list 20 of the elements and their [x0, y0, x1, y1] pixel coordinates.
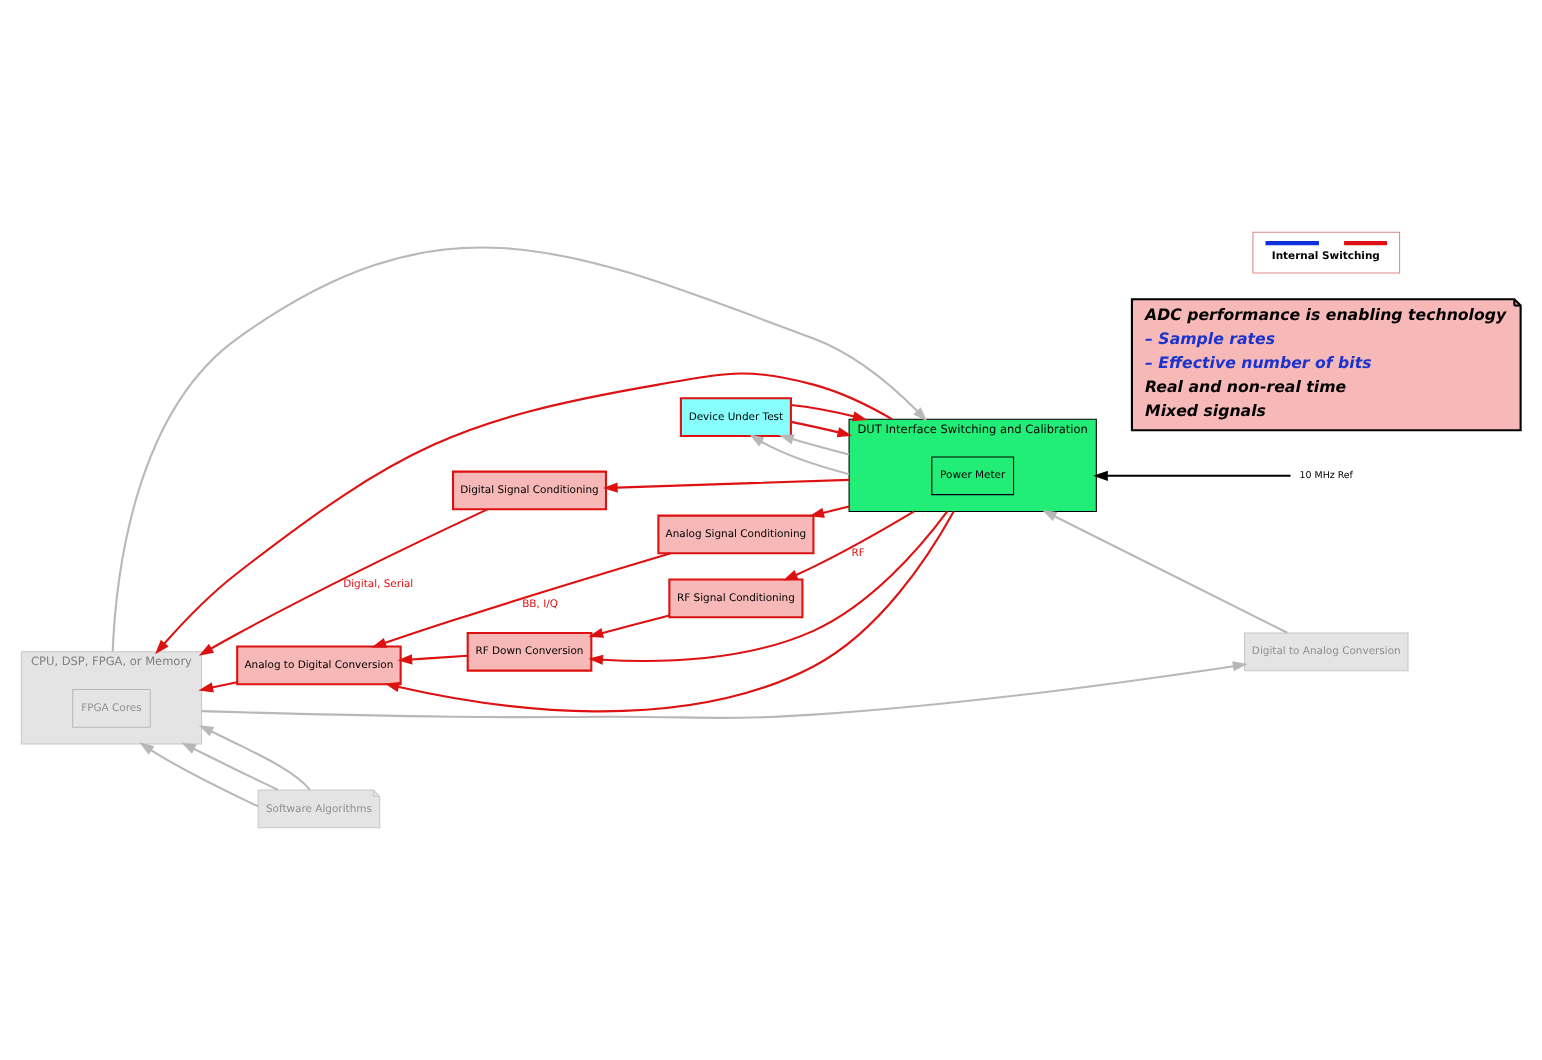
arrow	[1042, 509, 1288, 634]
arrow	[1093, 470, 1291, 481]
arrow	[198, 725, 311, 791]
arrow	[201, 661, 1248, 719]
arrow	[779, 434, 850, 456]
arrow	[155, 372, 893, 655]
arrow	[371, 552, 672, 648]
arrow	[783, 510, 915, 581]
arrow	[111, 246, 928, 652]
arrow	[790, 403, 868, 422]
arrow	[139, 742, 259, 808]
arrow	[603, 478, 850, 493]
arrow	[198, 508, 488, 656]
arrow	[181, 742, 279, 791]
arrow	[809, 505, 850, 518]
arrow	[790, 420, 853, 438]
arrow	[749, 434, 850, 476]
arrow	[198, 681, 238, 693]
arrow	[588, 614, 670, 638]
arrow	[397, 654, 468, 665]
